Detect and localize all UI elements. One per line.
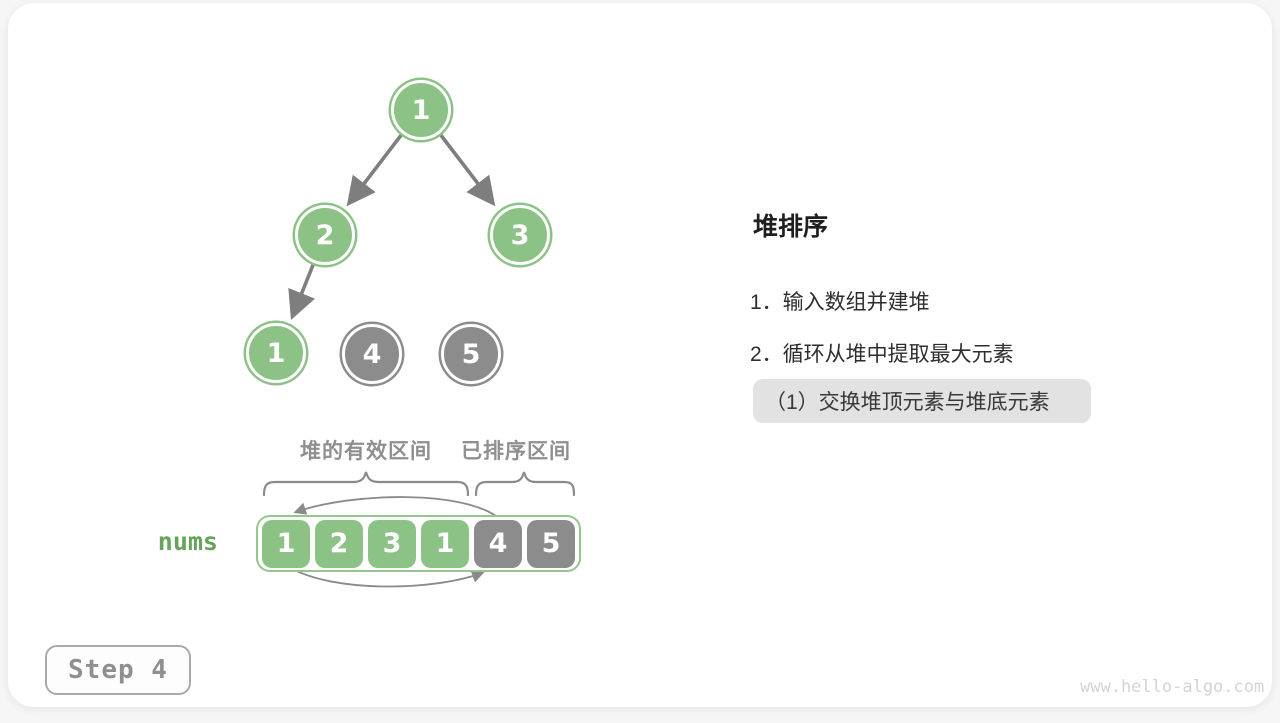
label-sorted-region: 已排序区间: [461, 440, 571, 463]
panel-step-1: 1．输入数组并建堆: [750, 291, 930, 314]
tree-node-right: 3: [490, 205, 550, 265]
panel-highlight-current-substep: （1）交换堆顶元素与堆底元素: [753, 379, 1091, 423]
tree-node-root: 1: [391, 80, 451, 140]
watermark: www.hello-algo.com: [1080, 677, 1265, 697]
edge-root-right: [438, 132, 496, 207]
panel-step-2: 2．循环从堆中提取最大元素: [750, 343, 1014, 366]
array-cell-1: 2: [315, 519, 363, 568]
panel-title: 堆排序: [753, 213, 829, 241]
array-cell-0: 1: [262, 519, 310, 568]
tree-node-removed-4: 4: [342, 324, 402, 384]
array-name-label: nums: [157, 527, 218, 556]
edge-left-leftleft: [288, 263, 316, 321]
edge-root-left: [346, 132, 404, 207]
diagram-card: 1 2 3 1 4 5 堆排序 1．输入数组并建堆 2．循环从堆中提取最大元素 …: [8, 3, 1272, 707]
tree-node-left-left: 1: [246, 323, 306, 383]
nums-array: 1 2 3 1 4 5: [256, 515, 581, 572]
tree-node-left: 2: [295, 205, 355, 265]
array-cell-4: 4: [474, 519, 522, 568]
step-badge: Step 4: [45, 645, 191, 695]
brace-heap-region: [262, 471, 470, 497]
region-braces: [262, 471, 576, 497]
array-cell-5: 5: [527, 519, 575, 568]
brace-sorted-region: [474, 471, 576, 497]
array-cell-3: 1: [421, 519, 469, 568]
tree-node-removed-5: 5: [441, 324, 501, 384]
label-heap-valid-region: 堆的有效区间: [300, 440, 432, 463]
diagram-strokes: [262, 132, 576, 588]
array-cell-2: 3: [368, 519, 416, 568]
